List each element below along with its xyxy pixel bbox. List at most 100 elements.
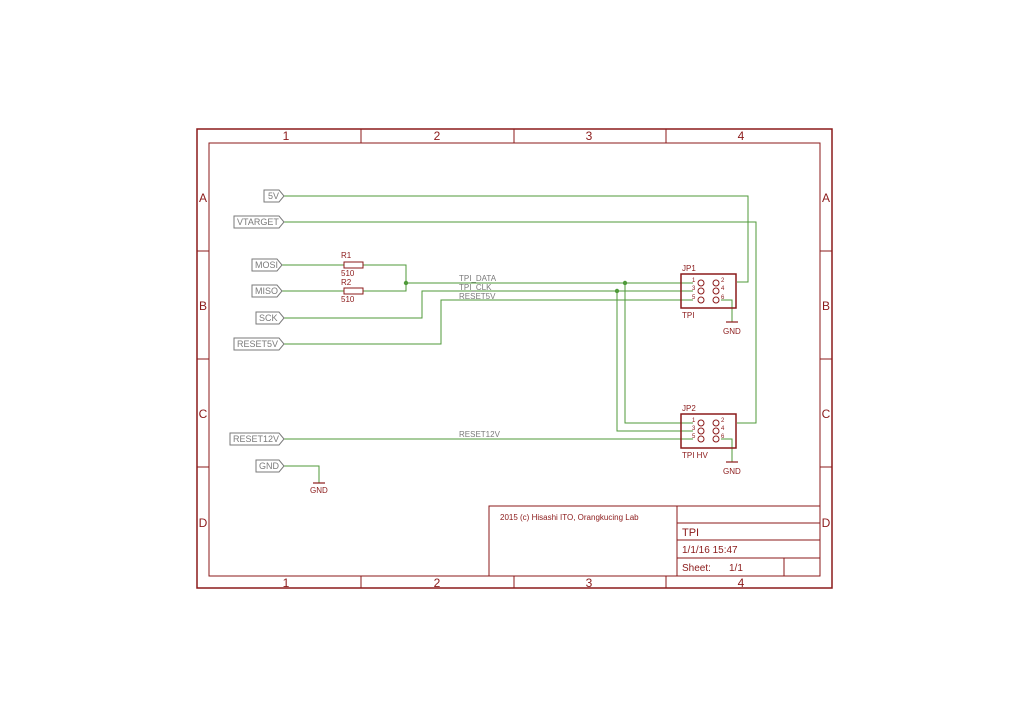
ground-jp2-label: GND: [723, 467, 741, 476]
wire-sck: [284, 290, 693, 319]
column-label-top: 2: [434, 129, 441, 143]
ports: [229, 189, 285, 473]
pin-number: 6: [721, 295, 725, 301]
connector-jp2-body: [680, 413, 737, 449]
title-block-sheet-label: Sheet:: [682, 563, 711, 574]
resistor-r1-body: [343, 261, 364, 269]
pin-number: 3: [692, 426, 696, 432]
pin-number: 1: [692, 418, 696, 424]
net-labels: TPI_DATA TPI_CLK RESET5V RESET12V: [459, 274, 501, 439]
resistor-r2-name: R2: [341, 278, 352, 287]
column-label-top: 1: [283, 129, 290, 143]
port-mosi-flag: [251, 258, 283, 272]
wire-tpi-data-jp2: [624, 283, 693, 424]
column-label-bottom: 4: [738, 576, 745, 590]
pin-circle: [712, 435, 720, 443]
resistor-r2-body: [343, 287, 364, 295]
port-miso-flag: [251, 284, 283, 298]
column-label-bottom: 2: [434, 576, 441, 590]
wire-gnd: [284, 465, 320, 483]
port-reset5v-label: RESET5V: [237, 339, 278, 349]
wire-r1-out: [363, 264, 407, 292]
port-sck-flag: [255, 311, 285, 325]
connector-jp1-name: JP1: [682, 264, 696, 273]
ground-jp1-label: GND: [723, 327, 741, 336]
resistor-r1-name: R1: [341, 251, 352, 260]
connector-jp1: 1 2 3 4 5 6 JP1 TPI: [680, 264, 737, 320]
resistors: [343, 261, 364, 295]
port-sck-label: SCK: [259, 313, 278, 323]
row-label-right: C: [822, 407, 831, 421]
wire-vtarget: [284, 221, 757, 424]
connector-jp2: 1 2 3 4 5 6 JP2 TPI HV: [680, 404, 737, 460]
title-block-copyright: 2015 (c) Hisashi ITO, Orangkucing Lab: [500, 513, 639, 522]
resistor-r2-value: 510: [341, 295, 355, 304]
pin-circle: [697, 279, 705, 287]
title-block-sheet-value: 1/1: [729, 563, 743, 574]
pin-circle: [697, 287, 705, 295]
wire-reset5v: [284, 299, 693, 345]
port-reset5v-flag: [233, 337, 285, 351]
row-label-left: B: [199, 299, 207, 313]
pin-circle: [712, 279, 720, 287]
port-vtarget-label: VTARGET: [237, 217, 279, 227]
title-block-title: TPI: [682, 527, 699, 539]
port-miso-label: MISO: [255, 286, 278, 296]
column-label-bottom: 1: [283, 576, 290, 590]
row-label-left: A: [199, 191, 207, 205]
wire-5v: [284, 195, 749, 283]
junction-dot: [403, 280, 409, 286]
frame-labels: 1 2 3 4 1 2 3 4 A B C D A B C D: [199, 129, 831, 590]
column-label-top: 4: [738, 129, 745, 143]
pin-number: 5: [692, 295, 696, 301]
pin-circle: [697, 435, 705, 443]
net-label-tpi-data: TPI_DATA: [459, 274, 497, 283]
net-label-reset5v: RESET5V: [459, 292, 496, 301]
row-label-right: B: [822, 299, 830, 313]
pin-number: 5: [692, 434, 696, 440]
net-label-tpi-clk: TPI_CLK: [459, 283, 492, 292]
pin-circle: [697, 296, 705, 304]
resistor-r1-value: 510: [341, 269, 355, 278]
row-label-right: A: [822, 191, 830, 205]
connector-jp2-label: TPI HV: [682, 451, 708, 460]
resistor-labels: R1 510 R2 510: [341, 251, 355, 304]
port-reset12v-flag: [229, 432, 285, 446]
wire-tpi-clk-jp2: [616, 291, 693, 432]
pin-number: 1: [692, 278, 696, 284]
pin-circle: [697, 419, 705, 427]
port-gnd-label: GND: [259, 461, 280, 471]
pin-number: 2: [721, 418, 725, 424]
port-vtarget-flag: [233, 215, 285, 229]
pin-circle: [712, 296, 720, 304]
pin-circle: [712, 427, 720, 435]
ground-port-label: GND: [310, 486, 328, 495]
port-5v-flag: [263, 189, 285, 203]
port-reset12v-label: RESET12V: [233, 434, 279, 444]
row-label-left: D: [199, 516, 208, 530]
title-block-date: 1/1/16 15:47: [682, 545, 738, 556]
pin-number: 4: [721, 426, 725, 432]
pin-circle: [697, 427, 705, 435]
connector-jp1-label: TPI: [682, 311, 694, 320]
pin-number: 2: [721, 278, 725, 284]
wire-jp2-gnd: [721, 438, 733, 462]
row-label-right: D: [822, 516, 831, 530]
junction-dot: [614, 288, 620, 294]
junction-dot: [622, 280, 628, 286]
net-label-reset12v: RESET12V: [459, 430, 501, 439]
row-label-left: C: [199, 407, 208, 421]
pin-circle: [712, 287, 720, 295]
junctions: [403, 280, 628, 294]
pin-number: 4: [721, 286, 725, 292]
column-label-top: 3: [586, 129, 593, 143]
ground-symbols: [313, 321, 738, 484]
title-block-text: 2015 (c) Hisashi ITO, Orangkucing Lab TP…: [500, 513, 743, 574]
ground-labels: GND GND GND: [310, 327, 741, 495]
connector-jp2-name: JP2: [682, 404, 696, 413]
port-gnd-flag: [255, 459, 285, 473]
port-mosi-label: MOSI: [255, 260, 278, 270]
pin-circle: [712, 419, 720, 427]
wires: [282, 195, 757, 483]
